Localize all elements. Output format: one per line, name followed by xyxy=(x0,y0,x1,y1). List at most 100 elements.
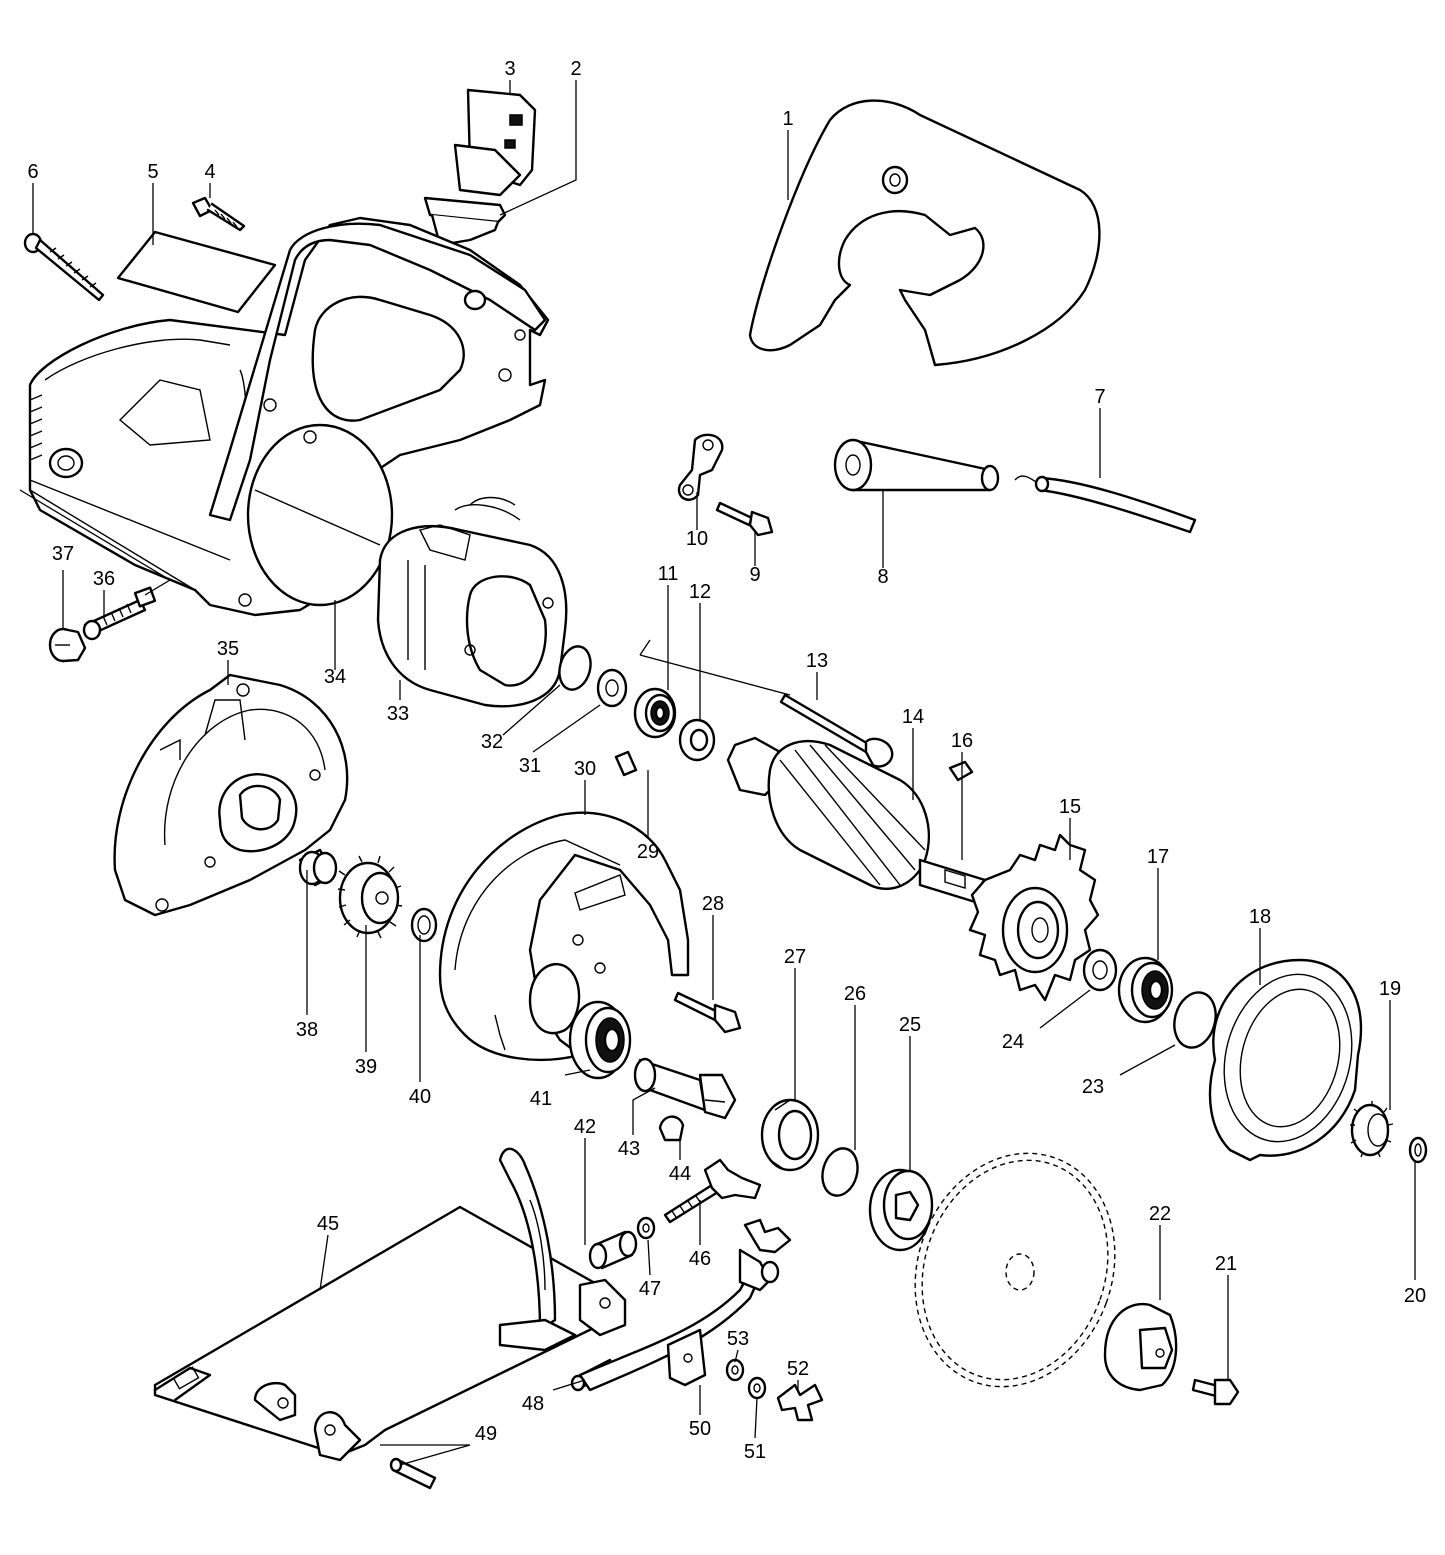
part-9-screw[interactable] xyxy=(715,501,774,537)
part-14-armature[interactable] xyxy=(726,736,992,907)
part-20-retaining-ring[interactable] xyxy=(1408,1136,1428,1164)
callout-3: 3 xyxy=(504,58,515,80)
callout-22: 22 xyxy=(1149,1203,1171,1225)
callout-40: 40 xyxy=(409,1086,431,1108)
callout-10: 10 xyxy=(686,528,708,550)
part-50-bracket[interactable] xyxy=(666,1328,707,1387)
callout-32: 32 xyxy=(481,731,503,753)
part-49-pin[interactable] xyxy=(389,1457,437,1490)
depth-guide-assembly[interactable] xyxy=(578,1218,792,1392)
part-7-power-cord[interactable] xyxy=(1014,475,1197,534)
callout-50: 50 xyxy=(689,1418,711,1440)
callout-30: 30 xyxy=(574,758,596,780)
callout-14: 14 xyxy=(902,706,924,728)
callout-48: 48 xyxy=(522,1393,544,1415)
callout-37: 37 xyxy=(52,543,74,565)
part-3-switch[interactable] xyxy=(453,88,537,197)
callout-5: 5 xyxy=(147,161,158,183)
part-53-washer[interactable] xyxy=(725,1358,745,1382)
callout-13: 13 xyxy=(806,650,828,672)
callout-26: 26 xyxy=(844,983,866,1005)
callout-24: 24 xyxy=(1002,1031,1024,1053)
callout-41: 41 xyxy=(530,1088,552,1110)
callout-51: 51 xyxy=(744,1441,766,1463)
callout-15: 15 xyxy=(1059,796,1081,818)
part-6-long-screw[interactable] xyxy=(23,232,105,302)
callout-2: 2 xyxy=(570,58,581,80)
part-17-ball-bearing[interactable] xyxy=(1117,956,1174,1024)
part-16-woodruff-key[interactable] xyxy=(948,760,974,782)
part-27-inner-flange[interactable] xyxy=(760,1098,820,1172)
part-24-washer[interactable] xyxy=(1082,948,1118,992)
part-34-motor-housing[interactable] xyxy=(28,216,550,617)
part-18-bearing-cover[interactable] xyxy=(1206,958,1370,1162)
part-32-o-ring[interactable] xyxy=(555,643,595,693)
callout-12: 12 xyxy=(689,581,711,603)
leader-lines xyxy=(19,80,1416,1466)
part-10-cord-clamp[interactable] xyxy=(677,433,724,501)
part-37-brush-holder-cap[interactable] xyxy=(48,627,87,663)
callout-6: 6 xyxy=(27,161,38,183)
callout-4: 4 xyxy=(204,161,215,183)
callout-21: 21 xyxy=(1215,1253,1237,1275)
part-12-washer[interactable] xyxy=(678,718,716,762)
callout-1: 1 xyxy=(782,108,793,130)
part-45-base-plate[interactable] xyxy=(153,1147,627,1462)
callout-34: 34 xyxy=(324,666,346,688)
part-41-ball-bearing[interactable] xyxy=(568,1000,632,1080)
part-4-screw[interactable] xyxy=(191,196,246,232)
callout-27: 27 xyxy=(784,946,806,968)
callout-33: 33 xyxy=(387,703,409,725)
callout-44: 44 xyxy=(669,1163,691,1185)
part-1-handle-cover[interactable] xyxy=(748,99,1101,367)
part-8-strain-relief[interactable] xyxy=(833,438,1000,492)
callout-39: 39 xyxy=(355,1056,377,1078)
part-5-name-plate[interactable] xyxy=(116,230,277,314)
callout-7: 7 xyxy=(1094,386,1105,408)
part-19-pinion-gear[interactable] xyxy=(1350,1101,1394,1158)
callout-38: 38 xyxy=(296,1019,318,1041)
part-21-hex-bolt[interactable] xyxy=(1191,1378,1240,1406)
part-46-wing-bolt[interactable] xyxy=(663,1158,762,1224)
callout-43: 43 xyxy=(618,1138,640,1160)
callout-9: 9 xyxy=(749,564,760,586)
part-29-pin[interactable] xyxy=(614,750,638,777)
part-52-wing-nut[interactable] xyxy=(776,1383,824,1422)
callout-31: 31 xyxy=(519,755,541,777)
part-44-key[interactable] xyxy=(658,1115,685,1142)
part-42-sleeve[interactable] xyxy=(588,1230,638,1270)
part-26-o-ring[interactable] xyxy=(817,1144,862,1199)
callout-47: 47 xyxy=(639,1278,661,1300)
part-22-outer-flange-nut[interactable] xyxy=(1103,1302,1178,1392)
saw-blade-outline xyxy=(914,1152,1116,1388)
callout-23: 23 xyxy=(1082,1076,1104,1098)
part-40-retaining-ring[interactable] xyxy=(410,907,438,943)
callout-49: 49 xyxy=(475,1423,497,1445)
part-33-field[interactable] xyxy=(376,496,568,708)
part-13-through-bolt[interactable] xyxy=(779,693,894,768)
callout-36: 36 xyxy=(93,568,115,590)
part-11-ball-bearing[interactable] xyxy=(633,687,677,739)
callout-45: 45 xyxy=(317,1213,339,1235)
part-47-washer[interactable] xyxy=(636,1216,656,1240)
part-30-blade-guard[interactable] xyxy=(438,811,690,1062)
callout-53: 53 xyxy=(727,1328,749,1350)
part-15-fan[interactable] xyxy=(968,833,1100,1002)
part-38-bushing[interactable] xyxy=(298,848,338,887)
callout-11: 11 xyxy=(658,563,679,585)
part-51-washer[interactable] xyxy=(747,1376,767,1400)
part-28-screw[interactable] xyxy=(673,991,742,1034)
callout-8: 8 xyxy=(877,566,888,588)
part-39-helical-gear[interactable] xyxy=(337,855,403,939)
part-25-outer-flange[interactable] xyxy=(868,1168,934,1252)
callout-29: 29 xyxy=(637,841,659,863)
callout-18: 18 xyxy=(1249,906,1271,928)
part-36-carbon-brush[interactable] xyxy=(82,586,157,641)
callout-16: 16 xyxy=(951,730,973,752)
part-35-gear-housing[interactable] xyxy=(113,673,349,917)
part-43-spindle[interactable] xyxy=(633,1057,737,1120)
part-2-switch-plate[interactable] xyxy=(423,196,507,247)
part-31-washer[interactable] xyxy=(596,668,628,708)
callout-19: 19 xyxy=(1379,978,1401,1000)
